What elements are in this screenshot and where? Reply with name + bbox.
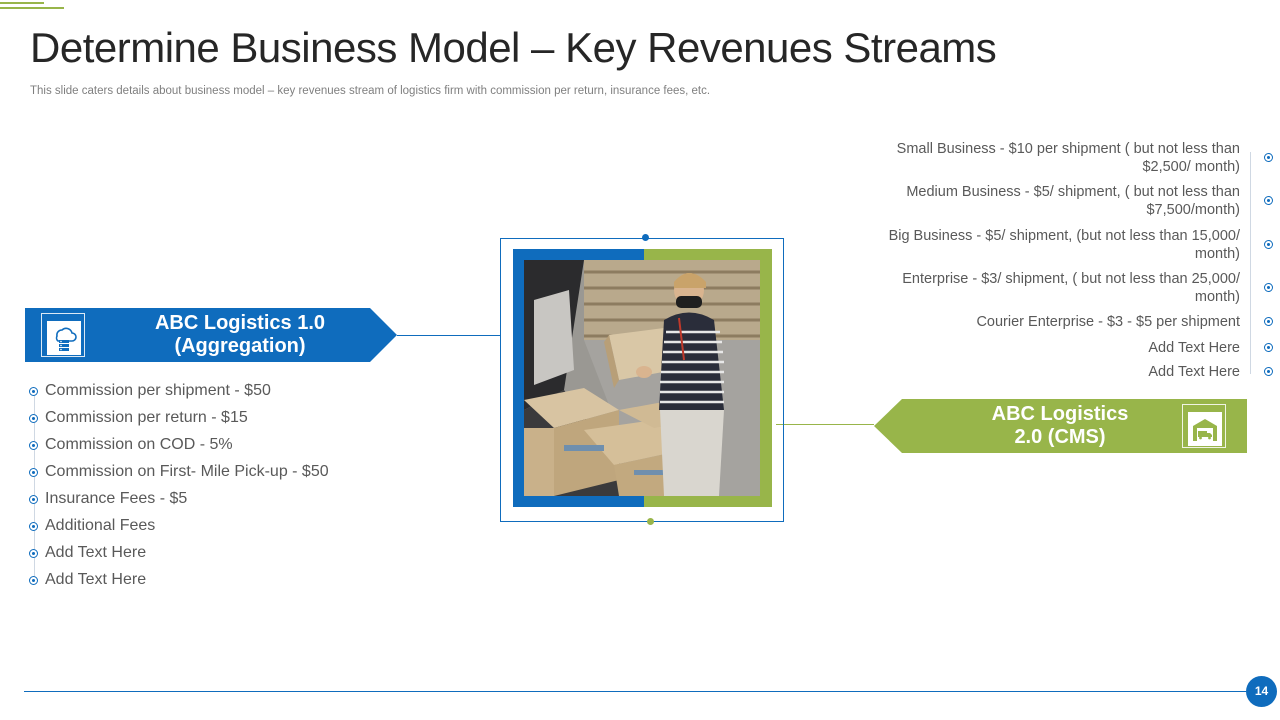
right-heading: ABC Logistics 2.0 (CMS) xyxy=(954,403,1166,449)
right-heading-line2: 2.0 (CMS) xyxy=(1014,426,1106,448)
bullet-icon xyxy=(29,576,38,585)
list-item: Commission on First- Mile Pick-up - $50 xyxy=(28,461,428,488)
bullet-icon xyxy=(29,495,38,504)
list-item: Insurance Fees - $5 xyxy=(28,488,428,515)
bullet-icon xyxy=(29,522,38,531)
left-heading-line2: (Aggregation) xyxy=(174,335,306,357)
list-item: Medium Business - $5/ shipment, ( but no… xyxy=(860,183,1273,227)
list-item: Big Business - $5/ shipment, (but not le… xyxy=(860,227,1273,270)
list-item: Additional Fees xyxy=(28,515,428,542)
cloud-server-icon xyxy=(41,313,85,357)
bullet-icon xyxy=(1264,343,1273,352)
right-connector-line xyxy=(776,424,874,425)
person-loading-boxes-photo xyxy=(524,260,760,496)
list-item: Enterprise - $3/ shipment, ( but not les… xyxy=(860,270,1273,313)
left-heading: ABC Logistics 1.0 (Aggregation) xyxy=(120,312,360,358)
delivery-truck-garage-icon xyxy=(1182,404,1226,448)
bullet-icon xyxy=(29,468,38,477)
abc-logistics-1-banner: ABC Logistics 1.0 (Aggregation) xyxy=(25,308,397,362)
list-item: Commission per shipment - $50 xyxy=(28,380,428,407)
left-revenue-list: Commission per shipment - $50 Commission… xyxy=(28,380,428,596)
frame-pin-top xyxy=(642,234,649,241)
bullet-icon xyxy=(1264,153,1273,162)
list-item: Commission per return - $15 xyxy=(28,407,428,434)
slide-title: Determine Business Model – Key Revenues … xyxy=(30,24,997,71)
abc-logistics-2-banner: ABC Logistics 2.0 (CMS) xyxy=(874,399,1247,453)
bullet-icon xyxy=(29,549,38,558)
page-number-badge: 14 xyxy=(1246,676,1277,707)
left-list-rail xyxy=(33,392,35,582)
right-list-rail xyxy=(1249,152,1251,374)
left-connector-line xyxy=(397,335,500,336)
bullet-icon xyxy=(29,414,38,423)
list-item: Add Text Here xyxy=(28,542,428,569)
bullet-icon xyxy=(1264,196,1273,205)
right-heading-line1: ABC Logistics xyxy=(991,403,1129,425)
bullet-icon xyxy=(1264,367,1273,376)
left-heading-line1: ABC Logistics 1.0 xyxy=(154,312,326,334)
list-item: Add Text Here xyxy=(860,339,1273,363)
list-item: Add Text Here xyxy=(28,569,428,596)
slide-subtitle: This slide caters details about business… xyxy=(30,85,711,97)
bullet-icon xyxy=(29,441,38,450)
frame-pin-bottom xyxy=(647,518,654,525)
bullet-icon xyxy=(1264,283,1273,292)
list-item: Small Business - $10 per shipment ( but … xyxy=(860,140,1273,183)
bullet-icon xyxy=(1264,317,1273,326)
bullet-icon xyxy=(29,387,38,396)
list-item: Commission on COD - 5% xyxy=(28,434,428,461)
list-item: Add Text Here xyxy=(860,363,1273,387)
footer-line xyxy=(24,691,1246,692)
bullet-icon xyxy=(1264,240,1273,249)
right-revenue-list: Small Business - $10 per shipment ( but … xyxy=(860,140,1273,387)
list-item: Courier Enterprise - $3 - $5 per shipmen… xyxy=(860,313,1273,339)
